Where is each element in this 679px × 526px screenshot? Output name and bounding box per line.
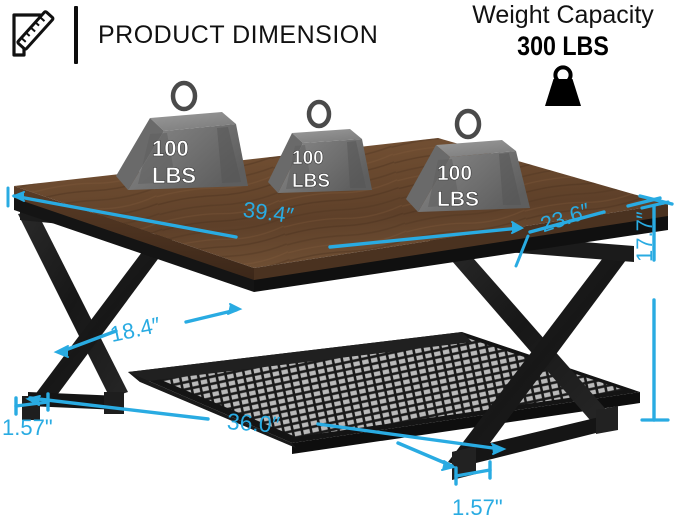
lower-mesh-shelf xyxy=(128,332,640,454)
dimension-line-width xyxy=(6,186,525,249)
weight-block: 100 LBS xyxy=(268,99,372,193)
svg-text:LBS: LBS xyxy=(152,163,196,188)
dimension-label-leg-bottom: 1.57" xyxy=(452,495,503,520)
dimension-label-shelf-width: 36.0″ xyxy=(226,408,281,438)
dimension-marker-leg-left xyxy=(14,392,50,416)
dimension-line-shelf-depth xyxy=(53,303,243,358)
svg-text:100: 100 xyxy=(437,162,472,185)
svg-text:LBS: LBS xyxy=(437,188,479,211)
weight-icon xyxy=(455,64,671,108)
dimension-marker-leg-bottom xyxy=(396,441,492,486)
dimension-label-leg-left: 1.57" xyxy=(2,415,53,440)
weight-block: 100 LBS xyxy=(116,80,248,190)
svg-text:LBS: LBS xyxy=(292,171,330,192)
depth-leader xyxy=(514,234,530,268)
weight-capacity-block: Weight Capacity 300 LBS xyxy=(455,2,671,108)
dimension-line-height xyxy=(640,200,670,422)
svg-text:100: 100 xyxy=(292,148,324,169)
weight-capacity-label: Weight Capacity xyxy=(472,1,654,29)
page-title: PRODUCT DIMENSION xyxy=(98,20,379,49)
weight-capacity-value: 300 LBS xyxy=(517,31,609,61)
dimension-label-height: 17.7″ xyxy=(632,211,657,262)
header: PRODUCT DIMENSION xyxy=(10,6,378,64)
header-divider xyxy=(74,6,78,64)
weight-block: 100 LBS xyxy=(406,108,530,212)
svg-text:100: 100 xyxy=(152,136,189,161)
ruler-document-icon xyxy=(10,9,58,61)
